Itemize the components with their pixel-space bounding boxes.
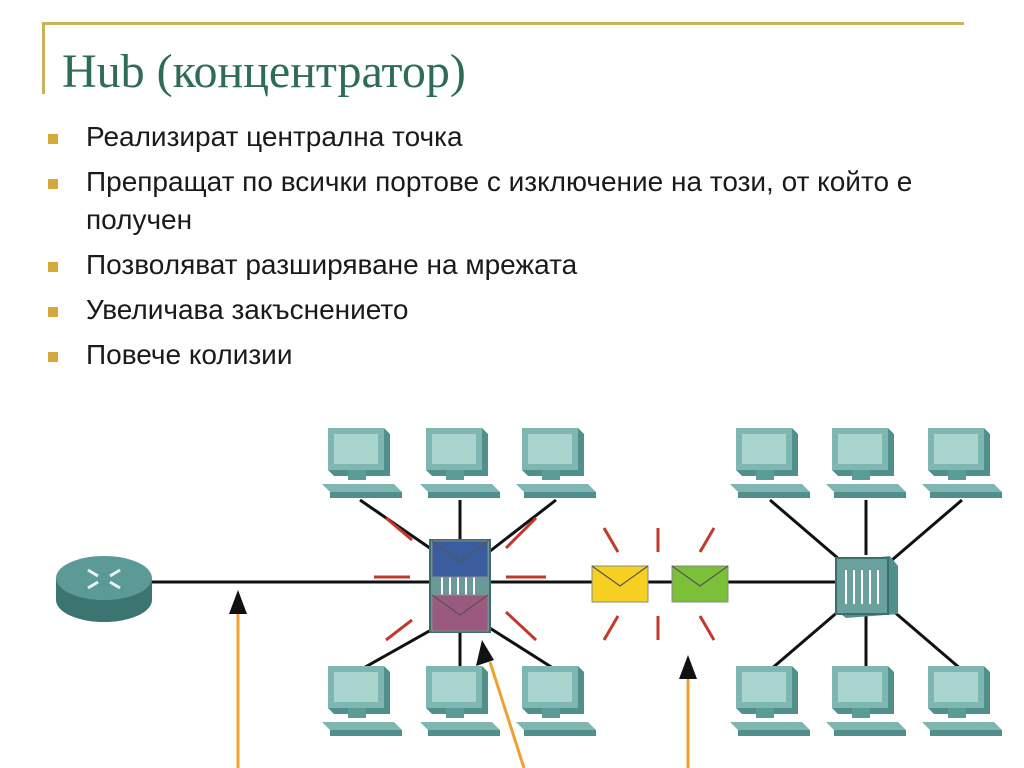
bullet-item: Повече колизии — [46, 336, 976, 374]
bullet-list: Реализират централна точка Препращат по … — [46, 118, 976, 388]
computer-icon — [826, 428, 906, 498]
frame-left-line — [42, 22, 45, 94]
computer-icon — [922, 428, 1002, 498]
bullet-square-icon — [48, 134, 58, 144]
bullet-square-icon — [48, 179, 58, 189]
arrow-head-icon — [229, 590, 247, 614]
switch-icon — [835, 556, 898, 618]
frame-top-line — [42, 22, 964, 25]
purple-envelope-icon — [431, 594, 489, 632]
bullet-text: Увеличава закъснението — [86, 294, 409, 325]
slide-title: Hub (концентратор) — [62, 45, 466, 98]
switch-links — [769, 498, 963, 672]
bullet-item: Увеличава закъснението — [46, 291, 976, 329]
bullet-text: Позволяват разширяване на мрежата — [86, 249, 578, 280]
bullet-square-icon — [48, 307, 58, 317]
computer-icon — [922, 666, 1002, 736]
computer-icon — [420, 428, 500, 498]
computer-icon — [516, 428, 596, 498]
computer-icon — [516, 666, 596, 736]
computer-icon — [322, 666, 402, 736]
yellow-envelope-icon — [591, 565, 649, 603]
router-icon — [56, 556, 152, 622]
bullet-item: Реализират централна точка — [46, 118, 976, 156]
bullet-text: Повече колизии — [86, 339, 293, 370]
blue-envelope-icon — [431, 540, 489, 578]
bullet-item: Позволяват разширяване на мрежата — [46, 246, 976, 284]
computer-icon — [420, 666, 500, 736]
computer-icon — [322, 428, 402, 498]
computer-icon — [730, 666, 810, 736]
bullet-square-icon — [48, 262, 58, 272]
signal-rays — [602, 527, 716, 641]
bullet-text: Препращат по всички портове с изключение… — [86, 166, 913, 235]
collision-rays — [374, 516, 546, 642]
arrow-head-icon — [679, 655, 697, 679]
computer-icon — [826, 666, 906, 736]
green-envelope-icon — [671, 565, 729, 603]
computer-icon — [730, 428, 810, 498]
arrow-head-icon — [476, 640, 494, 666]
pointer-arrows — [236, 610, 690, 768]
bullet-text: Реализират централна точка — [86, 121, 463, 152]
hub-links — [359, 498, 557, 672]
bullet-item: Препращат по всички портове с изключение… — [46, 163, 976, 239]
bullet-square-icon — [48, 352, 58, 362]
